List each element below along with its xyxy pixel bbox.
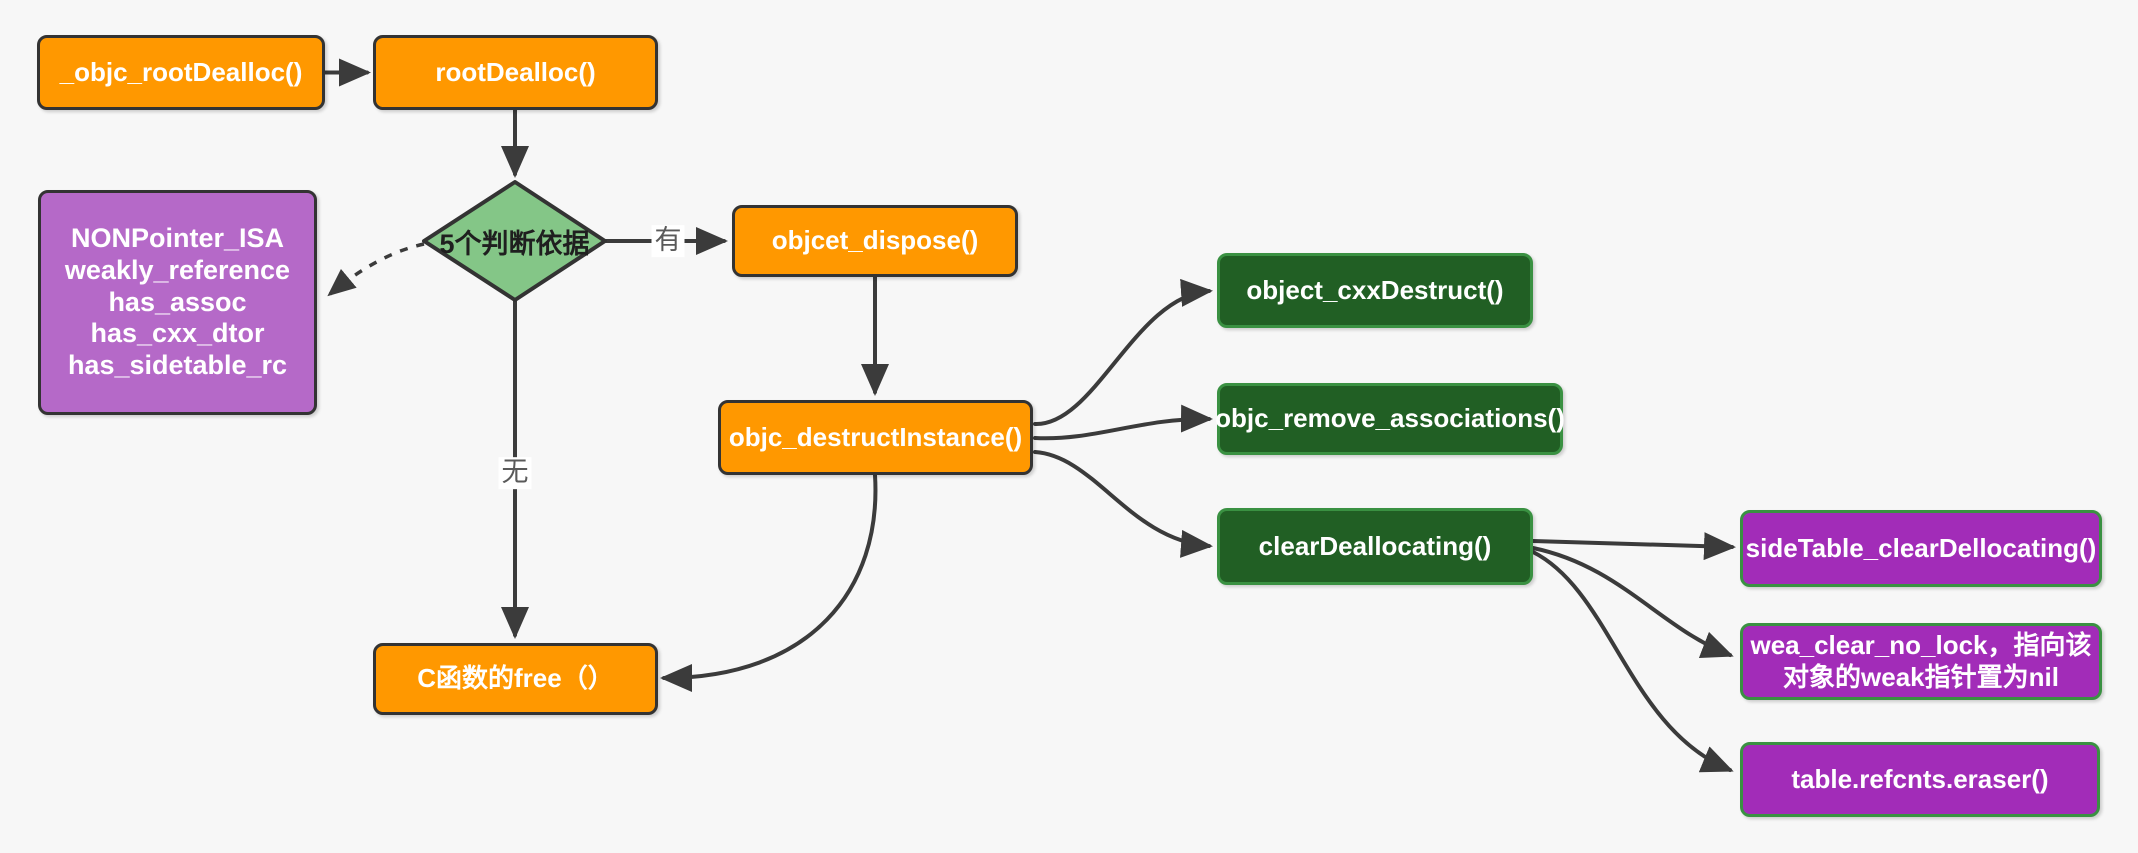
node-objc-root-dealloc: _objc_rootDealloc() (37, 35, 325, 110)
node-label: rootDealloc() (435, 56, 596, 87)
node-objc-remove-associations: objc_remove_associations() (1215, 383, 1565, 455)
node-objc-destruct-instance: objc_destructInstance() (718, 400, 1033, 475)
node-label: C函数的free（） (417, 663, 614, 694)
decision-diamond-shape (422, 180, 607, 302)
node-label: objcet_dispose() (771, 225, 979, 256)
edge-destructinstance-to-cxxdestruct (1033, 278, 1213, 427)
node-label-line: NONPointer_ISA (70, 222, 285, 253)
node-label: sideTable_clearDellocating() (1745, 532, 2097, 563)
node-label: objc_remove_associations() (1215, 403, 1565, 434)
node-label: _objc_rootDealloc() (59, 56, 303, 87)
node-isa-fields: NONPointer_ISA weakly_reference has_asso… (38, 190, 317, 415)
node-label-line: has_cxx_dtor (90, 318, 265, 349)
node-label-line: weakly_reference (64, 254, 291, 285)
edge-destructinstance-to-free (660, 473, 878, 692)
node-clear-deallocating: clearDeallocating() (1217, 508, 1533, 585)
node-label-line: has_assoc (108, 286, 247, 317)
edge-destructinstance-to-removeassociations (1033, 404, 1213, 441)
edge-label-no: 无 (498, 457, 532, 489)
node-sidetable-clear-deallocating: sideTable_clearDellocating() (1740, 510, 2102, 587)
edge-cleardeallocating-to-weakclear (1531, 546, 1734, 658)
node-label: object_cxxDestruct() (1246, 274, 1504, 305)
node-label: clearDeallocating() (1258, 530, 1492, 561)
node-label-line: 对象的weak指针置为nil (1783, 661, 2059, 692)
node-label-line: wea_clear_no_lock，指向该 (1750, 630, 2092, 661)
node-label: objc_destructInstance() (728, 421, 1023, 452)
node-object-cxx-destruct: object_cxxDestruct() (1217, 253, 1533, 328)
node-weak-clear-no-lock: wea_clear_no_lock，指向该 对象的weak指针置为nil (1740, 623, 2102, 700)
edge-cleardeallocating-to-sidetable (1531, 532, 1736, 561)
node-object-dispose: objcet_dispose() (732, 205, 1018, 277)
node-label-line: has_sidetable_rc (67, 350, 288, 381)
edge-decision-to-isafields-dotted (327, 242, 425, 297)
node-root-dealloc: rootDealloc() (373, 35, 658, 110)
node-table-refcnts-eraser: table.refcnts.eraser() (1740, 742, 2100, 817)
edge-cleardeallocating-to-refcnts (1531, 550, 1734, 773)
edge-label-yes: 有 (651, 225, 685, 257)
edge-destructinstance-to-cleardeallocating (1033, 450, 1213, 558)
node-c-free: C函数的free（） (373, 643, 658, 715)
node-label: table.refcnts.eraser() (1791, 763, 2049, 794)
